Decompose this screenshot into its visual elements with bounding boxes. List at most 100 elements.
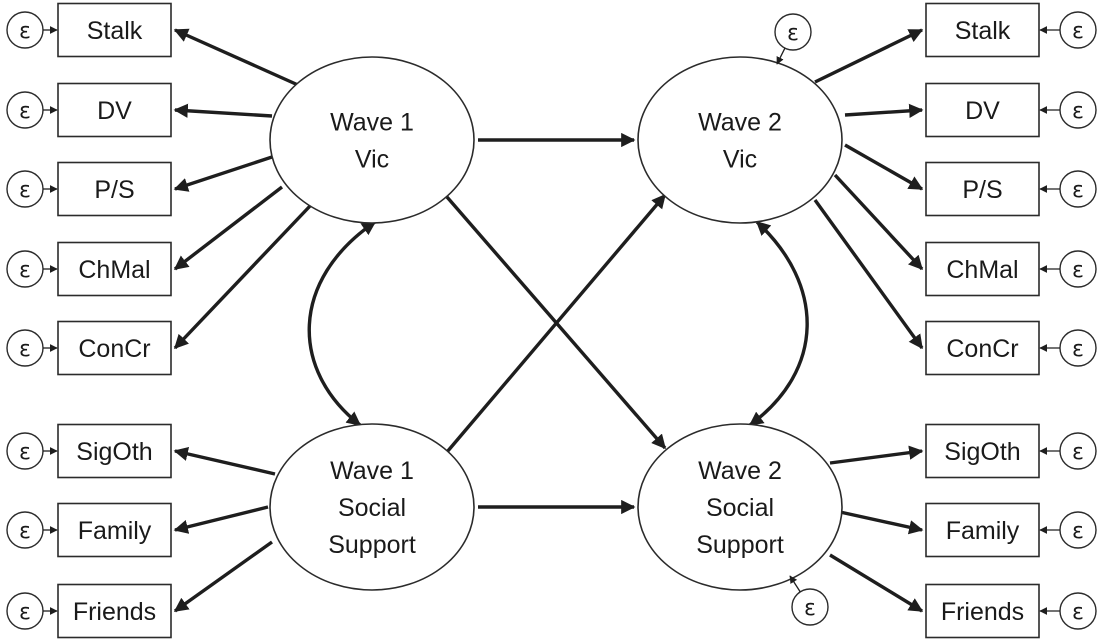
error-term-w2vic-p-s: ε (1039, 170, 1097, 208)
loading-w2vic-stalk (814, 28, 924, 84)
loading-w2ss-friends (829, 553, 924, 613)
loading-w1vic-stalk (173, 28, 299, 87)
indicator-label: ChMal (78, 256, 150, 284)
loading-w1vic-concr (173, 204, 312, 350)
indicator-w2ss-sigoth: SigOth (925, 423, 1040, 479)
latent-label-line: Social (706, 494, 774, 522)
error-term-w1ss-family: ε (6, 511, 58, 549)
disturbance-w2vic: ε (774, 13, 812, 65)
error-term-w2vic-stalk: ε (1039, 11, 1097, 49)
error-path (789, 575, 801, 593)
latent-w1vic: Wave 1 Vic (269, 56, 475, 224)
error-term-w2vic-dv: ε (1039, 91, 1097, 129)
loading-w2vic-p-s (844, 143, 924, 191)
indicator-w2vic-p-s: P/S (925, 161, 1040, 217)
error-symbol: ε (1072, 519, 1084, 544)
error-term-w2ss-sigoth: ε (1039, 432, 1097, 470)
latent-label-line: Vic (355, 146, 389, 174)
indicator-w2vic-chmal: ChMal (925, 241, 1040, 297)
error-symbol: ε (19, 519, 31, 544)
indicator-w1vic-dv: DV (57, 82, 172, 138)
latent-label-line: Support (328, 531, 416, 559)
error-term-w2vic-concr: ε (1039, 329, 1097, 367)
latent-label-line: Vic (723, 146, 757, 174)
indicator-box (57, 583, 172, 639)
error-term-w1ss-friends: ε (6, 592, 58, 630)
indicator-box (57, 502, 172, 558)
indicator-label: SigOth (944, 438, 1020, 466)
error-symbol: ε (1072, 440, 1084, 465)
indicator-w1vic-stalk: Stalk (57, 2, 172, 58)
indicator-w1vic-concr: ConCr (57, 320, 172, 376)
loading-w1vic-chmal (173, 185, 284, 271)
indicator-label: P/S (94, 176, 134, 204)
error-term-w2vic-chmal: ε (1039, 250, 1097, 288)
indicator-box (925, 502, 1040, 558)
indicator-w1ss-family: Family (57, 502, 172, 558)
indicator-w2ss-friends: Friends (925, 583, 1040, 639)
error-term-w1vic-dv: ε (6, 91, 58, 129)
loading-w2vic-chmal (833, 173, 924, 271)
indicator-label: Family (946, 517, 1020, 545)
latent-label-line: Wave 2 (698, 457, 782, 485)
loading-w2vic-concr (813, 199, 924, 350)
indicator-w2vic-stalk: Stalk (925, 2, 1040, 58)
indicator-w2vic-concr: ConCr (925, 320, 1040, 376)
latent-label-line: Wave 1 (330, 457, 414, 485)
indicator-box (925, 583, 1040, 639)
error-term-w1vic-concr: ε (6, 329, 58, 367)
error-symbol: ε (804, 596, 816, 621)
loading-w2vic-dv (844, 103, 924, 118)
indicator-box (57, 2, 172, 58)
latent-label-line: Support (696, 531, 784, 559)
error-symbol: ε (19, 178, 31, 203)
nodes-layer: StalkεDVεP/SεChMalεConCrεSigOthεFamilyεF… (6, 2, 1097, 639)
latent-label-line: Wave 1 (330, 109, 414, 137)
error-symbol: ε (19, 440, 31, 465)
error-term-w2ss-friends: ε (1039, 592, 1097, 630)
indicator-label: ConCr (78, 335, 150, 363)
error-term-w1vic-chmal: ε (6, 250, 58, 288)
covariance-wave2 (748, 220, 809, 427)
indicator-box (57, 423, 172, 479)
indicator-box (925, 2, 1040, 58)
disturbance-w2ss: ε (789, 575, 829, 626)
indicator-label: DV (97, 97, 132, 125)
indicator-w1vic-chmal: ChMal (57, 241, 172, 297)
error-circle (774, 13, 812, 51)
error-symbol: ε (787, 21, 799, 46)
edges-layer (173, 28, 924, 613)
error-symbol: ε (1072, 337, 1084, 362)
error-term-w1vic-p-s: ε (6, 170, 58, 208)
loading-w1ss-sigoth (173, 446, 276, 476)
loading-w2ss-sigoth (829, 445, 924, 465)
error-symbol: ε (1072, 99, 1084, 124)
error-symbol: ε (19, 258, 31, 283)
indicator-label: Family (78, 517, 152, 545)
indicator-box (57, 161, 172, 217)
latent-ellipse (637, 423, 843, 591)
loading-w1ss-family (173, 505, 269, 534)
indicator-label: ChMal (946, 256, 1018, 284)
indicator-box (925, 320, 1040, 376)
latent-label-line: Social (338, 494, 406, 522)
loading-w1ss-friends (173, 540, 273, 613)
error-term-w1vic-stalk: ε (6, 11, 58, 49)
indicator-w2vic-dv: DV (925, 82, 1040, 138)
indicator-label: P/S (962, 176, 1002, 204)
indicator-w1ss-friends: Friends (57, 583, 172, 639)
indicator-box (925, 161, 1040, 217)
latent-ellipse (637, 56, 843, 224)
indicator-label: ConCr (946, 335, 1018, 363)
error-symbol: ε (1072, 258, 1084, 283)
indicator-box (57, 82, 172, 138)
indicator-label: DV (965, 97, 1000, 125)
covariance-wave1 (307, 220, 377, 427)
indicator-box (925, 241, 1040, 297)
error-symbol: ε (19, 19, 31, 44)
indicator-label: Friends (73, 598, 156, 626)
